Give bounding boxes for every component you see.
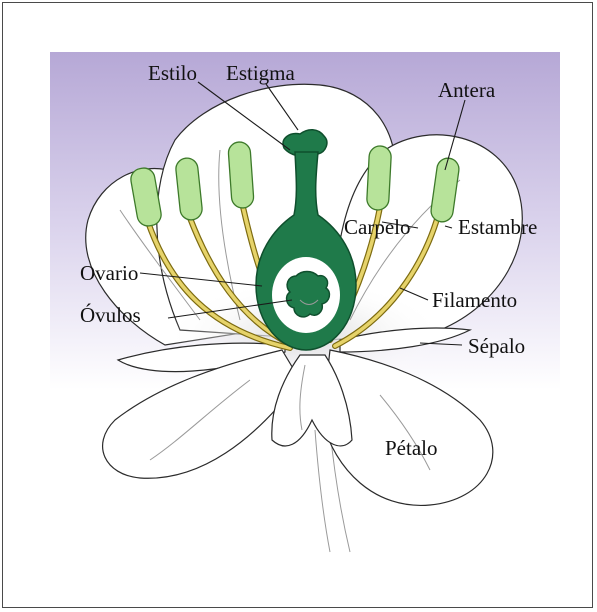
label-estigma: Estigma: [226, 61, 296, 85]
label-antera: Antera: [438, 78, 496, 102]
label-estambre: Estambre: [458, 215, 537, 239]
label-carpelo: Carpelo: [344, 215, 410, 239]
label-sepalo: Sépalo: [468, 334, 525, 358]
label-petalo: Pétalo: [385, 436, 438, 460]
label-estilo: Estilo: [148, 61, 197, 85]
label-ovario: Ovario: [80, 261, 138, 285]
label-filamento: Filamento: [432, 288, 517, 312]
label-ovulos: Óvulos: [80, 303, 141, 327]
